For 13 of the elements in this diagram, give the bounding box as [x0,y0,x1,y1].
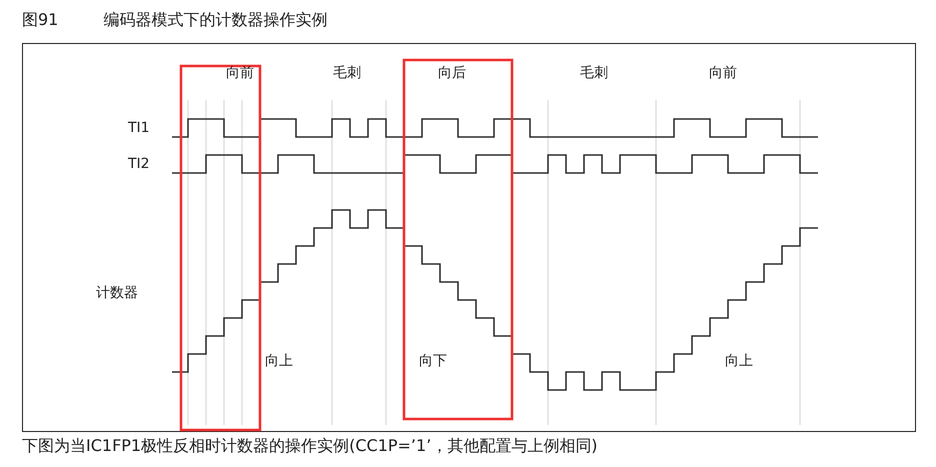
phase-label: 向前 [709,66,737,80]
phase-label: 向前 [226,66,254,80]
phase-label: 毛刺 [580,66,608,80]
signal-name: 计数器 [96,286,138,300]
signal-name: TI1 [128,121,150,135]
phase-label: 毛刺 [333,66,361,80]
phase-label: 向上 [725,354,753,368]
figure-title: 图91 编码器模式下的计数器操作实例 [22,12,328,28]
phase-label: 向下 [419,354,447,368]
phase-label: 向后 [438,66,466,80]
figure-caption: 下图为当IC1FP1极性反相时计数器的操作实例(CC1P=’1’，其他配置与上例相同) [22,438,598,454]
signal-name: TI2 [128,157,150,171]
phase-label: 向上 [265,354,293,368]
